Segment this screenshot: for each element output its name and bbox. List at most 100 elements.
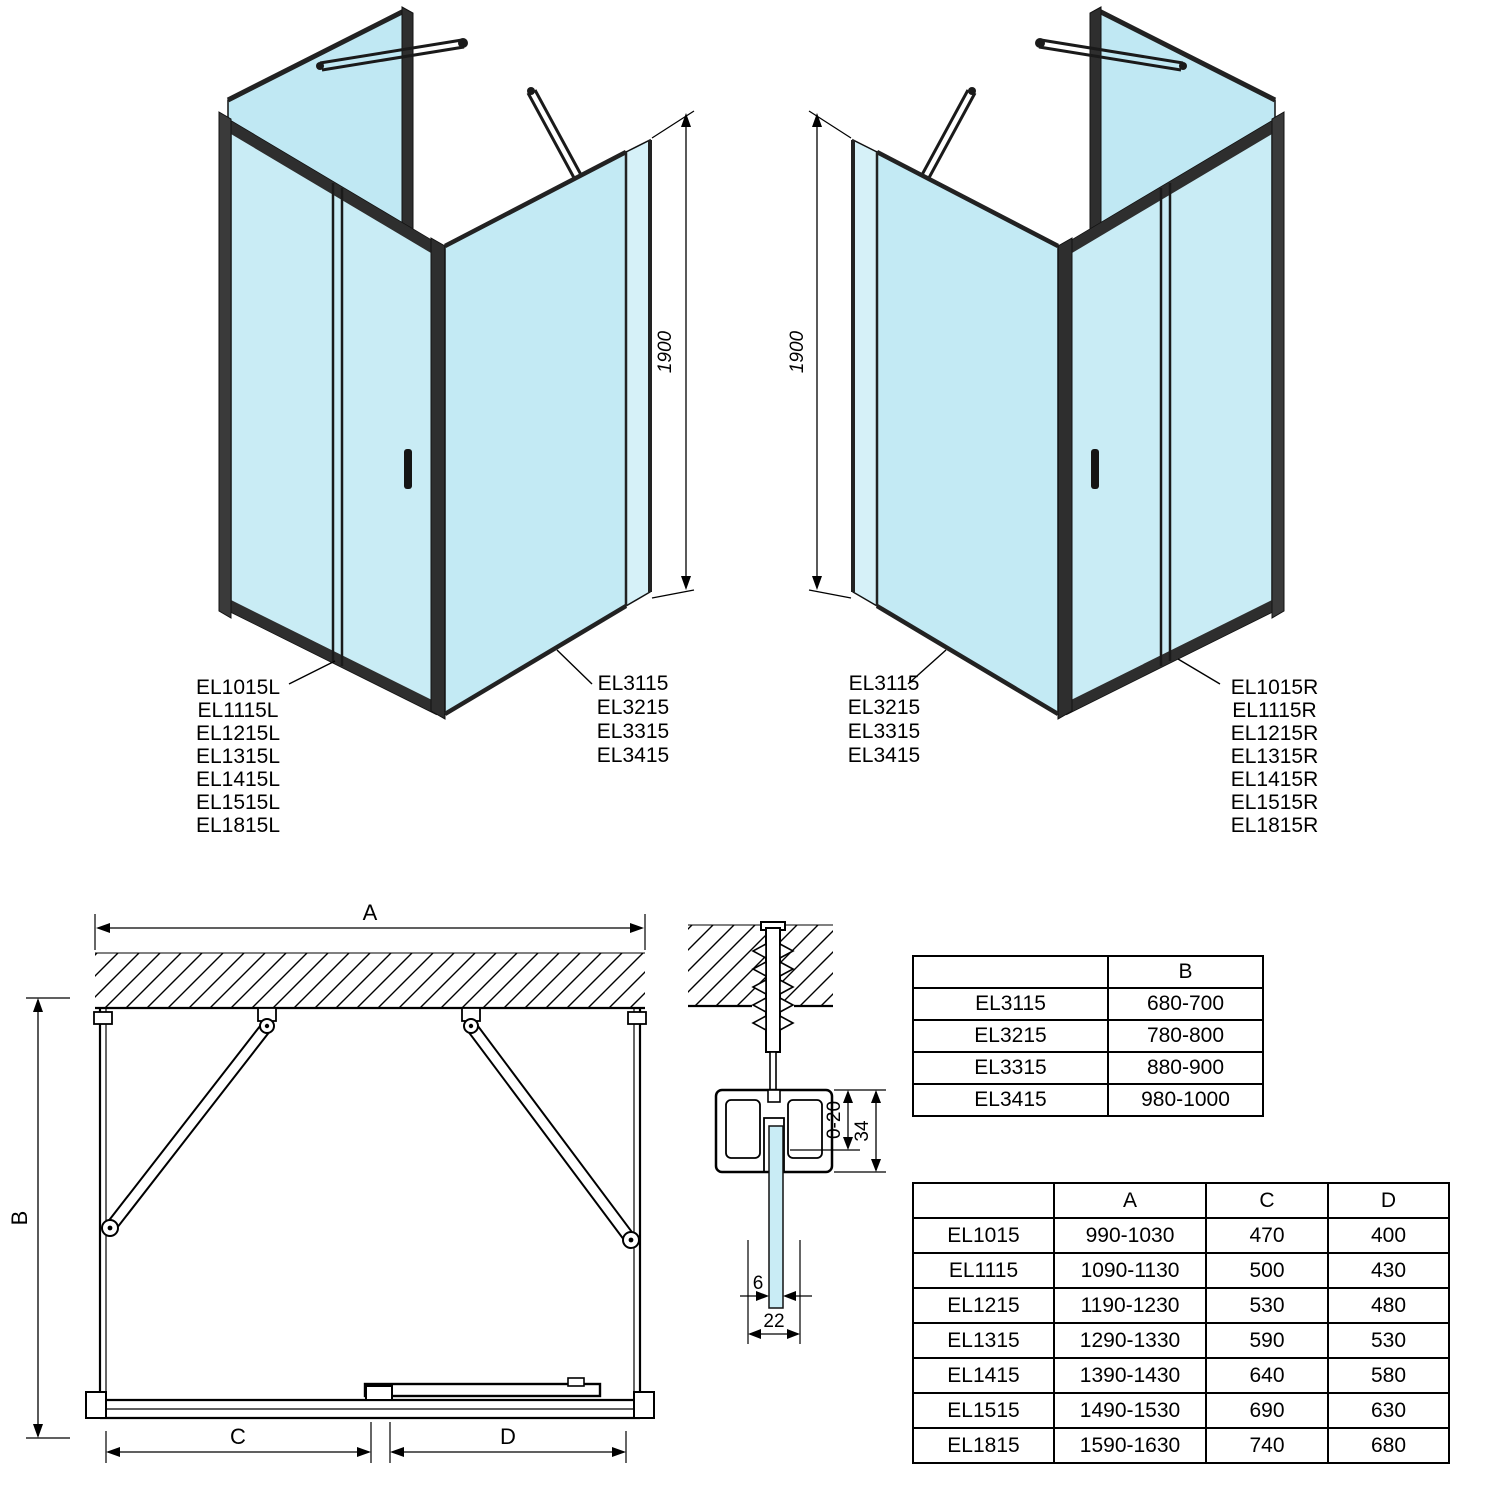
model-code-cell: EL1415 xyxy=(912,1357,1055,1394)
value-cell: 580 xyxy=(1327,1357,1450,1394)
model-code: EL3315 xyxy=(847,720,921,743)
value-cell: 780-800 xyxy=(1107,1019,1264,1053)
table-row: EL1215 1190-1230 530 480 xyxy=(912,1287,1450,1324)
model-code-cell: EL3315 xyxy=(912,1051,1109,1085)
value-cell: 630 xyxy=(1327,1392,1450,1429)
dimension-a-label: A xyxy=(363,900,378,925)
value-cell: 1590-1630 xyxy=(1053,1427,1207,1464)
dimension-glass-lines xyxy=(740,1291,812,1301)
model-code: EL3315 xyxy=(596,720,670,743)
model-code: EL1415L xyxy=(195,768,281,791)
value-cell: 430 xyxy=(1327,1252,1450,1289)
value-cell: 1390-1430 xyxy=(1053,1357,1207,1394)
value-cell: 1190-1230 xyxy=(1053,1287,1207,1324)
dimension-b-label: B xyxy=(7,1211,32,1226)
model-code-cell: EL3415 xyxy=(912,1083,1109,1117)
value-cell: 480 xyxy=(1327,1287,1450,1324)
model-code: EL3415 xyxy=(847,744,921,767)
value-cell: 530 xyxy=(1327,1322,1450,1359)
model-code: EL1515L xyxy=(195,791,281,814)
value-cell: 640 xyxy=(1205,1357,1329,1394)
value-cell: 1290-1330 xyxy=(1053,1322,1207,1359)
model-code: EL3115 xyxy=(848,672,920,695)
table-row: EL1315 1290-1330 590 530 xyxy=(912,1322,1450,1359)
value-cell: 530 xyxy=(1205,1287,1329,1324)
dimension-c-lines xyxy=(105,1422,372,1463)
dimension-b-lines xyxy=(26,997,70,1439)
plan-wall-hatch xyxy=(95,953,645,1008)
dimension-profile-width-lines xyxy=(747,1240,801,1344)
model-code-cell: EL1115 xyxy=(912,1252,1055,1289)
model-code-cell: EL1315 xyxy=(912,1322,1055,1359)
table-header-d: D xyxy=(1327,1182,1450,1219)
model-code-cell: EL3115 xyxy=(912,987,1109,1021)
value-cell: 680 xyxy=(1327,1427,1450,1464)
height-dimension-label-right: 1900 xyxy=(787,330,808,373)
acd-dimension-table: A C D EL1015 990-1030 470 400 EL1115 109… xyxy=(912,1182,1450,1464)
model-code: EL3215 xyxy=(596,696,670,719)
right-door-model-list: EL1015R EL1115R EL1215R EL1315R EL1415R … xyxy=(1222,676,1327,837)
dimension-glass-label: 6 xyxy=(753,1273,764,1294)
table-row: EL1115 1090-1130 500 430 xyxy=(912,1252,1450,1289)
table-header-c: C xyxy=(1205,1182,1329,1219)
left-enclosure-figure xyxy=(219,7,694,719)
table-row: EL1015 990-1030 470 400 xyxy=(912,1217,1450,1254)
right-side-model-list: EL3115 EL3215 EL3315 EL3415 xyxy=(843,672,925,768)
dimension-d-label: D xyxy=(500,1424,516,1449)
table-row: EL1515 1490-1530 690 630 xyxy=(912,1392,1450,1429)
model-code: EL1315L xyxy=(195,745,281,768)
value-cell: 740 xyxy=(1205,1427,1329,1464)
model-code: EL1515R xyxy=(1230,791,1319,814)
table-row: EL3215 780-800 xyxy=(912,1019,1264,1053)
model-code: EL3415 xyxy=(596,744,670,767)
table-row: EL1415 1390-1430 640 580 xyxy=(912,1357,1450,1394)
dimension-adjust-label: 0-20 xyxy=(824,1101,845,1139)
value-cell: 680-700 xyxy=(1107,987,1264,1021)
b-dimension-table: B EL3115 680-700 EL3215 780-800 EL3315 8… xyxy=(912,955,1264,1117)
value-cell: 980-1000 xyxy=(1107,1083,1264,1117)
table-row: EL3115 680-700 xyxy=(912,987,1264,1021)
table-header-b: B xyxy=(1107,955,1264,989)
model-code-cell: EL1015 xyxy=(912,1217,1055,1254)
model-code: EL1215L xyxy=(195,722,281,745)
model-code: EL3215 xyxy=(847,696,921,719)
value-cell: 880-900 xyxy=(1107,1051,1264,1085)
dimension-c-label: C xyxy=(230,1424,246,1449)
dimension-adjust-lines xyxy=(790,1090,860,1151)
table-header-a: A xyxy=(1053,1182,1207,1219)
detail-glass-pane xyxy=(768,1125,784,1309)
mounting-detail xyxy=(688,921,886,1344)
plan-door-track xyxy=(85,1377,655,1420)
dimension-d-lines xyxy=(389,1422,627,1463)
model-code: EL1115R xyxy=(1232,699,1317,722)
value-cell: 690 xyxy=(1205,1392,1329,1429)
table-row: A C D xyxy=(912,1182,1450,1219)
value-cell: 590 xyxy=(1205,1322,1329,1359)
plan-strut-right xyxy=(461,1007,640,1249)
right-enclosure-figure xyxy=(809,7,1284,719)
left-side-model-list: EL3115 EL3215 EL3315 EL3415 xyxy=(592,672,674,768)
model-code: EL1215R xyxy=(1230,722,1319,745)
wall-anchor xyxy=(751,921,795,1093)
table-corner-cell xyxy=(912,1182,1055,1219)
model-code: EL1415R xyxy=(1230,768,1319,791)
plan-sliding-door xyxy=(363,1382,602,1398)
table-row: EL3415 980-1000 xyxy=(912,1083,1264,1117)
table-row: B xyxy=(912,955,1264,989)
plan-left-side-panel xyxy=(93,1008,113,1392)
dimension-profile-height-label: 34 xyxy=(852,1120,873,1142)
model-code-cell: EL1215 xyxy=(912,1287,1055,1324)
left-door-model-list: EL1015L EL1115L EL1215L EL1315L EL1415L … xyxy=(188,676,288,837)
dimension-profile-height-lines xyxy=(834,1089,886,1173)
model-code: EL1815L xyxy=(195,814,281,837)
model-code-cell: EL3215 xyxy=(912,1019,1109,1053)
plan-view xyxy=(26,914,655,1463)
value-cell: 990-1030 xyxy=(1053,1217,1207,1254)
height-dimension-label-left: 1900 xyxy=(655,330,676,373)
value-cell: 500 xyxy=(1205,1252,1329,1289)
table-corner-cell xyxy=(912,955,1109,989)
value-cell: 1090-1130 xyxy=(1053,1252,1207,1289)
model-code-cell: EL1515 xyxy=(912,1392,1055,1429)
dimension-profile-width-label: 22 xyxy=(763,1311,784,1332)
